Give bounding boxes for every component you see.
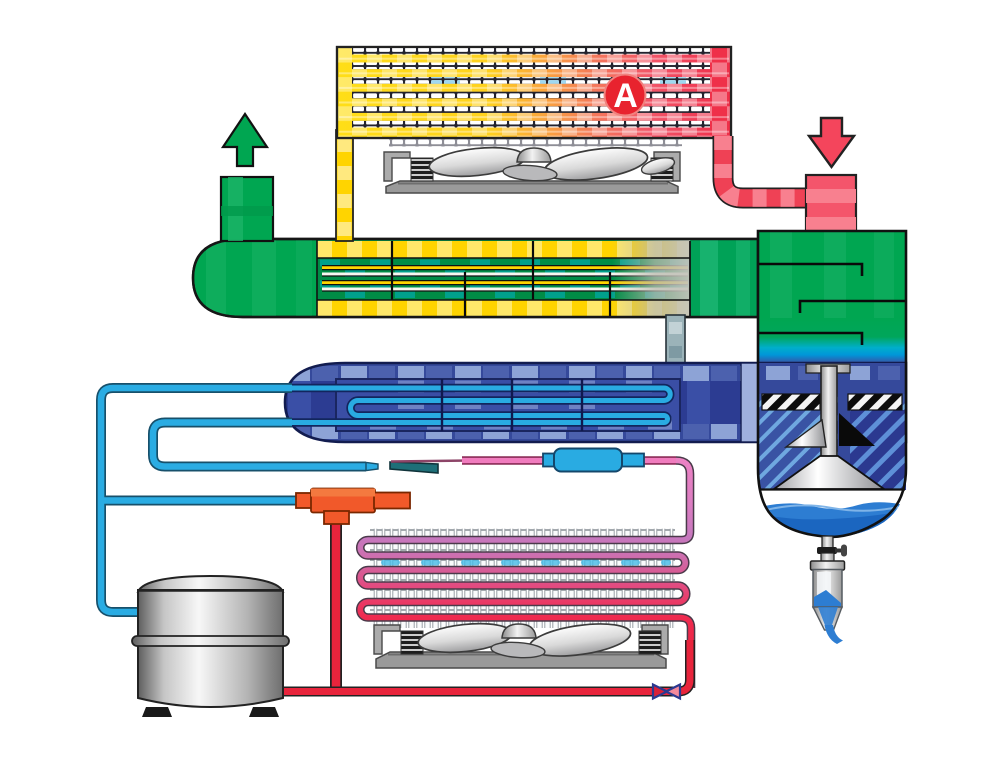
svg-text:A: A <box>613 77 638 115</box>
